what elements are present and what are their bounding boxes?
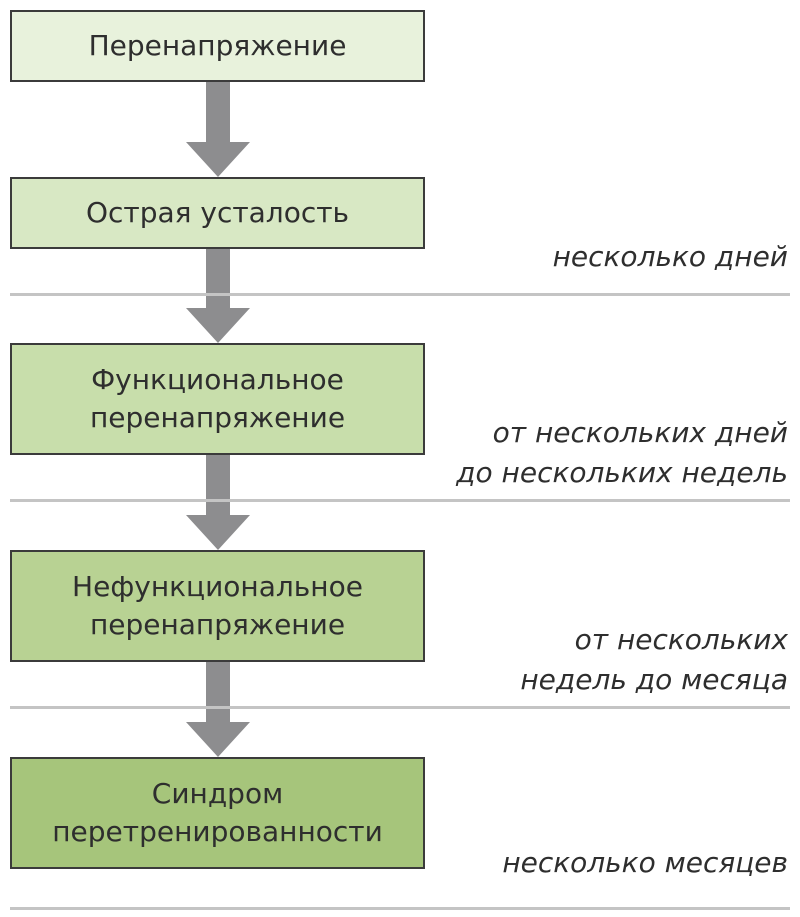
stage-nonfunctional-overreaching: Нефункциональное перенапряжение bbox=[10, 550, 425, 662]
divider-line-4 bbox=[10, 907, 790, 910]
stage-functional-overreaching: Функциональное перенапряжение bbox=[10, 343, 425, 455]
duration-label-4: несколько месяцев bbox=[502, 846, 788, 879]
duration-label-2: от нескольких дней до нескольких недель bbox=[456, 416, 788, 489]
stage-label: Синдром перетренированности bbox=[52, 777, 383, 848]
duration-label-1: несколько дней bbox=[552, 240, 788, 273]
stage-overtraining-syndrome: Синдром перетренированности bbox=[10, 757, 425, 869]
stage-label: Острая усталость bbox=[85, 196, 350, 229]
divider-line-2 bbox=[10, 499, 790, 502]
stage-label: Функциональное перенапряжение bbox=[89, 363, 346, 434]
arrow-1 bbox=[186, 80, 250, 177]
stage-label: Перенапряжение bbox=[88, 29, 347, 62]
divider-line-1 bbox=[10, 293, 790, 296]
divider-line-3 bbox=[10, 706, 790, 709]
stage-label: Нефункциональное перенапряжение bbox=[72, 570, 363, 641]
stage-overreaching: Перенапряжение bbox=[10, 10, 425, 82]
stage-acute-fatigue: Острая усталость bbox=[10, 177, 425, 249]
duration-label-3: от нескольких недель до месяца bbox=[520, 623, 788, 696]
